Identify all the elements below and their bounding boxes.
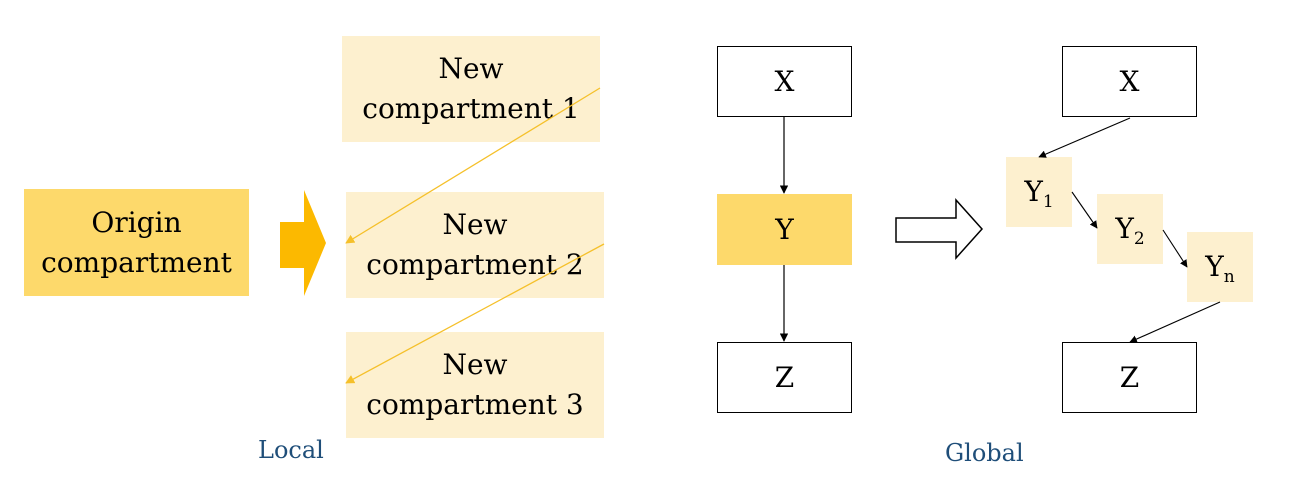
- node-x-right: X: [1062, 46, 1197, 117]
- node-y-left-label: Y: [775, 212, 794, 246]
- node-y2: Y2: [1097, 194, 1163, 264]
- new-compartment-3-label: New compartment 3: [366, 348, 584, 421]
- global-transform-arrow: [895, 198, 984, 260]
- edge-x-to-y1: [1038, 117, 1131, 158]
- new-compartment-2-label: New compartment 2: [366, 208, 584, 281]
- node-y2-label: Y2: [1115, 212, 1145, 249]
- node-z-left-label: Z: [774, 360, 795, 394]
- edge-y2-to-yn: [1162, 229, 1188, 268]
- new-compartment-1: New compartment 1: [342, 36, 600, 142]
- edge-yn-to-z: [1129, 301, 1221, 343]
- node-x-left-label: X: [774, 64, 795, 98]
- global-caption: Global: [945, 439, 1024, 467]
- node-yn: Yn: [1187, 232, 1253, 302]
- origin-compartment: Origin compartment: [24, 189, 249, 296]
- new-compartment-3: New compartment 3: [346, 332, 604, 438]
- node-x-left: X: [717, 46, 852, 117]
- node-y1: Y1: [1006, 157, 1072, 227]
- edge-y1-to-y2: [1071, 191, 1098, 229]
- node-z-right: Z: [1062, 342, 1197, 413]
- node-yn-label: Yn: [1205, 250, 1235, 287]
- node-z-left: Z: [717, 342, 852, 413]
- new-compartment-2: New compartment 2: [346, 192, 604, 298]
- local-transform-arrow: [280, 190, 326, 296]
- node-x-right-label: X: [1119, 64, 1140, 98]
- node-y-left: Y: [717, 194, 852, 265]
- local-caption: Local: [258, 436, 324, 464]
- new-compartment-1-label: New compartment 1: [362, 52, 580, 125]
- node-y1-label: Y1: [1024, 175, 1054, 212]
- node-z-right-label: Z: [1119, 360, 1140, 394]
- origin-compartment-label: Origin compartment: [41, 205, 232, 279]
